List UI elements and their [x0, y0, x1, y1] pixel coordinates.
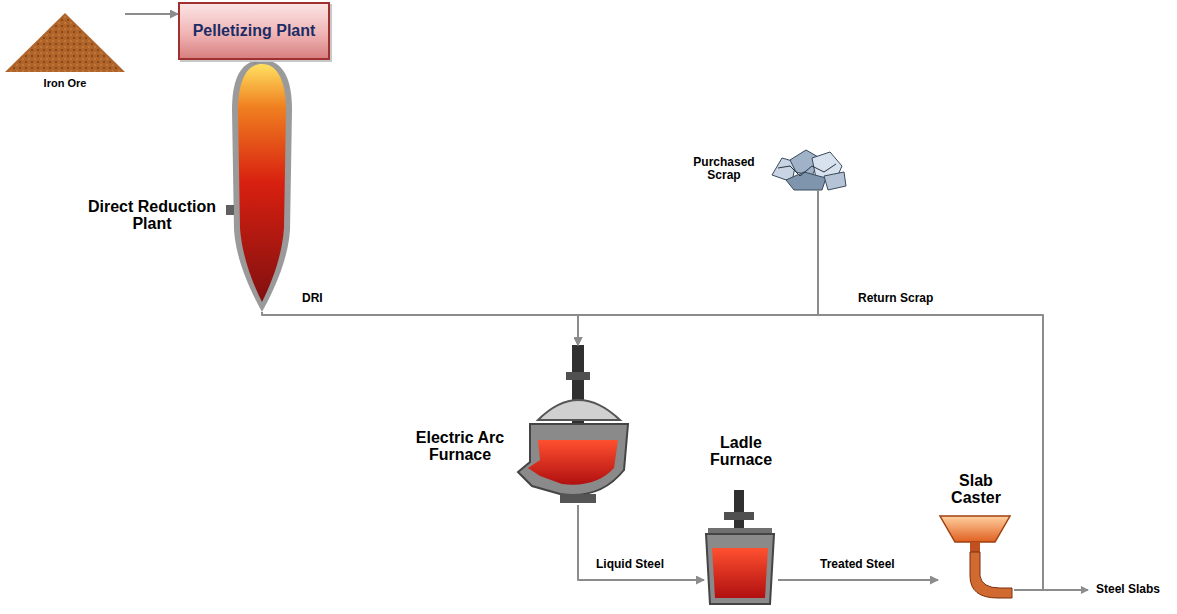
- unit-label: Slab Caster: [932, 472, 1020, 507]
- flow-label: Liquid Steel: [594, 558, 666, 571]
- flow-connector: [578, 505, 704, 580]
- ore-pile: Iron Ore: [5, 12, 125, 72]
- shaft-furnace: [226, 60, 292, 312]
- process-box: Pelletizing Plant: [178, 2, 330, 60]
- unit-label: Ladle Furnace: [698, 434, 784, 469]
- flow-connector: [125, 13, 178, 15]
- unit-label: Purchased Scrap: [684, 156, 764, 182]
- flow-label: Return Scrap: [856, 292, 935, 305]
- unit-label: Direct Reduction Plant: [77, 198, 227, 233]
- arc-furnace: [518, 345, 628, 503]
- unit-label: Iron Ore: [5, 78, 125, 90]
- ladle-furnace: Ladle Furnace: [704, 488, 778, 608]
- box-text: Pelletizing Plant: [180, 4, 328, 58]
- slab-caster: Slab Caster: [938, 514, 1014, 604]
- flow-label: DRI: [300, 292, 325, 305]
- arc-furnace: Electric Arc Furnace: [516, 345, 630, 505]
- flow-connector: [578, 315, 1043, 590]
- ore-pile: [5, 13, 125, 72]
- flow-label: Treated Steel: [818, 558, 897, 571]
- scrap-pile: Purchased Scrap: [770, 150, 848, 190]
- slab-caster: [940, 516, 1012, 598]
- flow-connector: [578, 190, 818, 345]
- ladle-furnace: [706, 490, 774, 604]
- output-line: [1043, 589, 1088, 591]
- unit-label: Electric Arc Furnace: [408, 429, 512, 464]
- direct-reduction-plant: Direct Reduction Plant: [230, 60, 295, 312]
- flow-connector: [262, 312, 578, 345]
- flow-connector: [778, 579, 938, 581]
- scrap-pile: [772, 150, 846, 190]
- output-label: Steel Slabs: [1094, 583, 1162, 596]
